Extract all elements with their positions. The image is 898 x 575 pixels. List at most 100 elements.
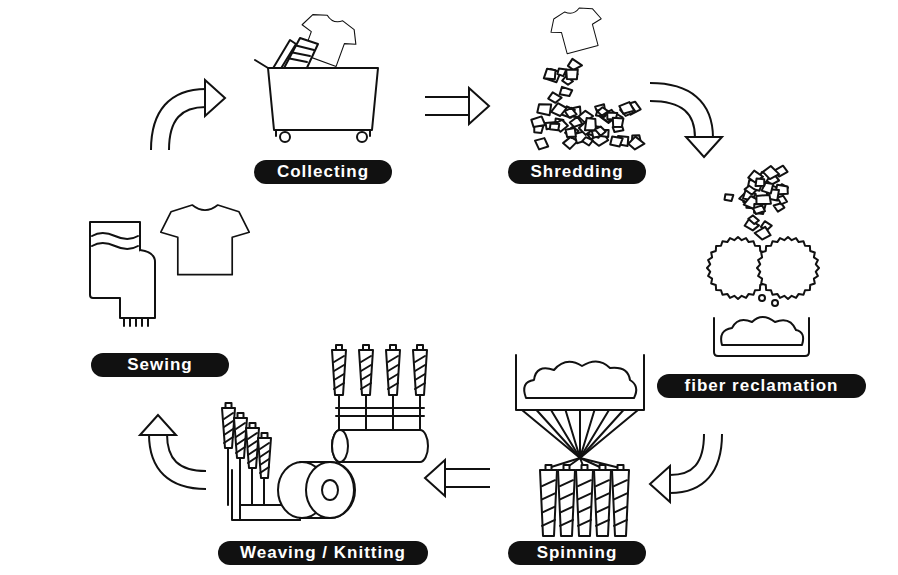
- spool: [594, 470, 611, 536]
- stage-name: Spinning: [537, 543, 618, 562]
- spool-winding: [578, 520, 591, 526]
- piece: [537, 104, 551, 115]
- spool-winding: [388, 356, 398, 362]
- piece: [557, 69, 566, 77]
- stage-label: fiber reclamation: [657, 374, 866, 398]
- spool-winding: [388, 365, 398, 371]
- spool-top: [618, 465, 624, 470]
- spool-winding: [542, 520, 555, 526]
- cart-wheel: [357, 132, 367, 142]
- spool: [558, 470, 575, 536]
- spool-top: [582, 465, 588, 470]
- yarn: [522, 410, 580, 458]
- spool-winding: [388, 383, 398, 389]
- container: [714, 318, 809, 356]
- piece: [544, 69, 556, 80]
- spool: [576, 470, 593, 536]
- spool-winding: [334, 383, 344, 389]
- spool-winding: [542, 493, 555, 499]
- spinning-figure: [516, 355, 644, 536]
- spool: [222, 408, 235, 448]
- spool-top: [600, 465, 606, 470]
- arrow-head: [686, 137, 722, 157]
- spool-winding: [361, 383, 371, 389]
- t-shirt: [161, 205, 249, 275]
- piece: [550, 124, 560, 131]
- garment: [272, 40, 296, 70]
- fabric-roll-core: [322, 480, 338, 500]
- spool-winding: [361, 365, 371, 371]
- fiber-cloud: [721, 317, 803, 345]
- piece: [756, 178, 765, 186]
- arrow-fill: [444, 470, 490, 486]
- piece: [619, 102, 634, 114]
- yarn: [392, 395, 394, 430]
- arrow-outline: [650, 92, 704, 138]
- flow-arrow: [650, 434, 713, 502]
- stage-label: Sewing: [91, 353, 229, 377]
- spool-winding: [248, 449, 257, 455]
- knitting-spools: [332, 345, 427, 430]
- spool-top: [363, 345, 369, 350]
- spool-winding: [578, 507, 591, 513]
- arrow-outline: [425, 96, 470, 116]
- weaving-knitting-figure: [222, 345, 428, 520]
- spool: [612, 470, 629, 536]
- arrow-outline: [444, 468, 490, 488]
- arrow-head: [650, 466, 670, 502]
- t-shirt: [547, 3, 608, 56]
- stage-label: Spinning: [508, 541, 646, 565]
- spool-winding: [596, 480, 609, 486]
- rollers: [707, 237, 819, 299]
- arrow-outline: [158, 434, 206, 480]
- spool: [359, 350, 373, 395]
- spool-winding: [224, 421, 233, 427]
- piece: [755, 227, 771, 240]
- piece: [748, 215, 759, 224]
- piece: [560, 87, 573, 96]
- knit-stitches: [336, 408, 424, 416]
- sewing-figure: [90, 205, 249, 326]
- spool-top: [250, 423, 256, 428]
- piece: [725, 194, 734, 201]
- spool-winding: [236, 423, 245, 429]
- piece: [531, 116, 545, 127]
- spool-top: [417, 345, 423, 350]
- yarn: [579, 410, 581, 458]
- hopper: [516, 355, 644, 410]
- spool-winding: [248, 433, 257, 439]
- spool-winding: [224, 429, 233, 435]
- spool: [413, 350, 427, 395]
- spool-winding: [542, 507, 555, 513]
- arrow-head: [469, 88, 489, 124]
- warp: [227, 448, 229, 505]
- spool-winding: [334, 374, 344, 380]
- stage-label: Shredding: [508, 160, 646, 184]
- stage-name: Weaving / Knitting: [240, 543, 406, 562]
- piece: [585, 118, 596, 130]
- arrow-fill: [650, 92, 704, 138]
- flow-arrow: [425, 88, 489, 124]
- spool-winding: [596, 507, 609, 513]
- arrow-head: [425, 460, 445, 496]
- piece: [566, 70, 578, 80]
- flow-arrow: [140, 415, 206, 480]
- fiber-reclamation-figure: [707, 166, 819, 356]
- yarn: [537, 410, 581, 458]
- spool-winding: [334, 365, 344, 371]
- piece: [745, 186, 756, 195]
- scarf-fringe: [124, 318, 148, 326]
- spool-winding: [560, 507, 573, 513]
- spool: [234, 418, 247, 458]
- fabric-roll-end: [306, 462, 354, 518]
- knit-roll: [332, 430, 428, 462]
- spool: [386, 350, 400, 395]
- piece: [565, 70, 577, 80]
- flow-arrow: [425, 460, 490, 496]
- arrow-fill: [160, 98, 206, 150]
- spool-winding: [578, 493, 591, 499]
- piece: [568, 59, 582, 70]
- scarf-tail: [120, 250, 155, 318]
